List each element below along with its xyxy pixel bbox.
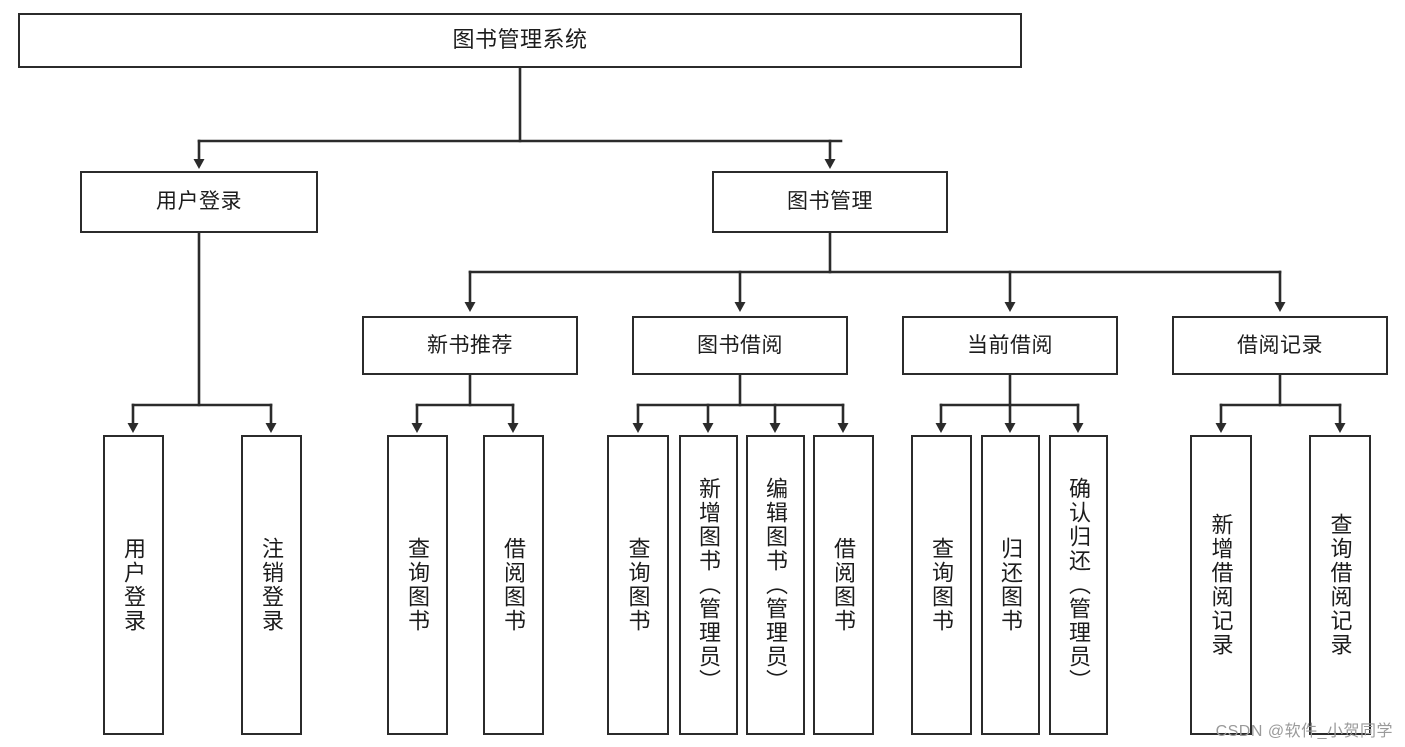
node-label: 查询图书 <box>929 537 955 633</box>
node-leaf-logout[interactable]: 注销登录 <box>241 435 302 735</box>
node-leaf-add-book[interactable]: 新增图书（管理员） <box>679 435 738 735</box>
node-new-book-recommend[interactable]: 新书推荐 <box>362 316 578 375</box>
node-leaf-query-record[interactable]: 查询借阅记录 <box>1309 435 1371 735</box>
node-leaf-borrow-book-1[interactable]: 借阅图书 <box>483 435 544 735</box>
node-label: 借阅记录 <box>1237 333 1323 357</box>
node-leaf-user-login[interactable]: 用户登录 <box>103 435 164 735</box>
node-leaf-return-book[interactable]: 归还图书 <box>981 435 1040 735</box>
node-leaf-query-book-2[interactable]: 查询图书 <box>607 435 669 735</box>
node-current-borrow[interactable]: 当前借阅 <box>902 316 1118 375</box>
node-root-system[interactable]: 图书管理系统 <box>18 13 1022 68</box>
node-label: 借阅图书 <box>831 537 857 633</box>
node-label: 图书管理 <box>787 190 873 214</box>
node-label: 查询图书 <box>405 537 431 633</box>
node-label: 查询图书 <box>625 537 651 633</box>
node-label: 新增图书（管理员） <box>696 477 722 693</box>
node-leaf-edit-book[interactable]: 编辑图书（管理员） <box>746 435 805 735</box>
node-leaf-query-book-3[interactable]: 查询图书 <box>911 435 972 735</box>
node-label: 新增借阅记录 <box>1208 513 1234 657</box>
node-label: 用户登录 <box>156 190 242 214</box>
watermark-text: CSDN @软件_小贺同学 <box>1215 723 1393 740</box>
node-label: 注销登录 <box>259 537 285 633</box>
node-label: 借阅图书 <box>501 537 527 633</box>
node-label: 查询借阅记录 <box>1327 513 1353 657</box>
node-book-manage[interactable]: 图书管理 <box>712 171 948 233</box>
node-leaf-add-record[interactable]: 新增借阅记录 <box>1190 435 1252 735</box>
node-borrow-record[interactable]: 借阅记录 <box>1172 316 1388 375</box>
node-leaf-query-book-1[interactable]: 查询图书 <box>387 435 448 735</box>
node-label: 图书借阅 <box>697 333 783 357</box>
node-book-borrow[interactable]: 图书借阅 <box>632 316 848 375</box>
node-leaf-borrow-book-2[interactable]: 借阅图书 <box>813 435 874 735</box>
node-label: 图书管理系统 <box>452 27 588 53</box>
node-label: 编辑图书（管理员） <box>763 477 789 693</box>
node-label: 用户登录 <box>121 537 147 633</box>
node-leaf-confirm-return[interactable]: 确认归还（管理员） <box>1049 435 1108 735</box>
node-user-login[interactable]: 用户登录 <box>80 171 318 233</box>
node-label: 确认归还（管理员） <box>1066 477 1092 693</box>
node-label: 新书推荐 <box>427 333 513 357</box>
node-label: 当前借阅 <box>967 333 1053 357</box>
node-label: 归还图书 <box>998 537 1024 633</box>
